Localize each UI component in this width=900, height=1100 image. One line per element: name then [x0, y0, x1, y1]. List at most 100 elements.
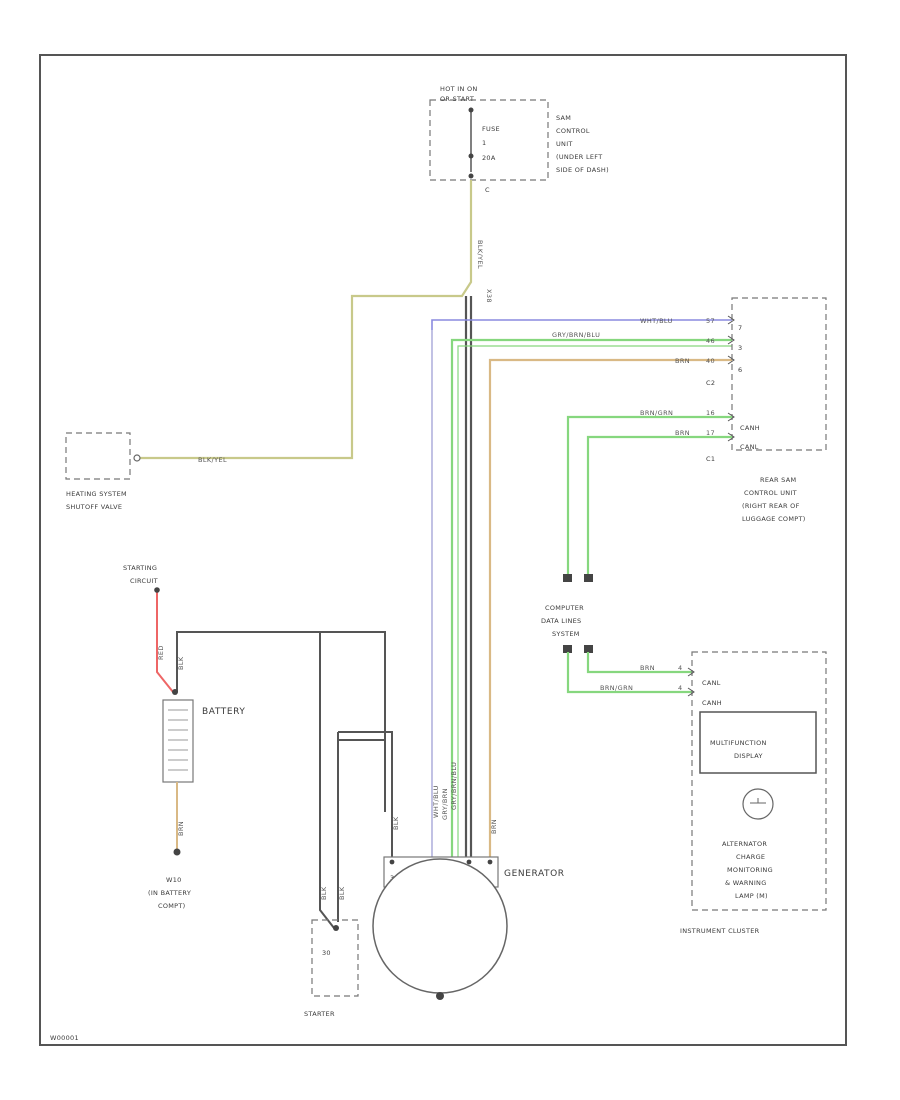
starter-terminal — [333, 925, 339, 931]
hot-in-on-label-2: OR START — [440, 95, 474, 103]
wire-label-grn-brn: GRY/BRN/BLU — [552, 331, 600, 339]
wire-blk-yel — [140, 180, 473, 460]
cluster-pin-num-1: 4 — [678, 664, 683, 672]
svg-text:STARTING: STARTING — [123, 564, 157, 572]
fuse-rating: 20A — [482, 154, 496, 162]
wire-pin-canl-rear: 17 — [706, 429, 715, 437]
svg-text:ALTERNATOR: ALTERNATOR — [722, 840, 767, 848]
wire-label-canl-rear: BRN — [675, 429, 690, 437]
wire-blk-battery — [176, 631, 386, 808]
wire-label-fuse-out: BLK/YEL — [476, 240, 484, 269]
fuse-terminal-out — [468, 173, 474, 179]
wire-label-canl-cluster: BRN — [640, 664, 655, 672]
wire-pin-wht-blu: 57 — [706, 317, 715, 325]
wire-label-wht-blu: WHT/BLU — [640, 317, 673, 325]
svg-text:SYSTEM: SYSTEM — [552, 630, 580, 638]
wire-brn — [488, 358, 732, 862]
computer-data-lines-label: COMPUTER DATA LINES SYSTEM — [541, 604, 584, 638]
svg-text:CONTROL UNIT: CONTROL UNIT — [744, 489, 797, 497]
battery-cells — [168, 709, 188, 771]
svg-text:LAMP (M): LAMP (M) — [735, 892, 768, 900]
wire-wht-blu — [431, 319, 732, 862]
svg-text:MULTIFUNCTION: MULTIFUNCTION — [710, 739, 767, 747]
wire-pin-grn-brn: 46 — [706, 337, 715, 345]
data-bus-terminal-2 — [584, 574, 593, 582]
wire-label-gen-2: GRY/BRN — [441, 788, 449, 820]
wire-red — [156, 590, 174, 693]
svg-text:DATA LINES: DATA LINES — [541, 617, 581, 625]
hot-in-on-label: HOT IN ON — [440, 85, 478, 93]
wire-label-splice: X38 — [485, 289, 493, 303]
rear-sam-pin-7: 7 — [738, 324, 742, 332]
cluster-pin-canl: CANL — [702, 679, 721, 687]
wire-label-gen-4: BRN — [490, 819, 498, 834]
multifunction-display-label: MULTIFUNCTION DISPLAY — [710, 739, 767, 760]
svg-text:REAR SAM: REAR SAM — [760, 476, 796, 484]
svg-text:HEATING SYSTEM: HEATING SYSTEM — [66, 490, 127, 498]
rear-sam-connector-arrows — [727, 315, 735, 442]
heating-shutoff-valve-box — [65, 432, 131, 480]
ground-w10-label: W10 (IN BATTERY COMPT) — [148, 876, 191, 910]
wire-label-canh-cluster: BRN/GRN — [600, 684, 633, 692]
wire-label-heater: BLK/YEL — [198, 456, 227, 464]
svg-text:W10: W10 — [166, 876, 182, 884]
wire-label-blk-batt: BLK — [177, 656, 185, 670]
svg-text:MONITORING: MONITORING — [727, 866, 773, 874]
svg-text:SAM: SAM — [556, 114, 571, 122]
wire-gen-blk — [338, 731, 393, 862]
warning-lamp-icon — [742, 788, 774, 820]
wire-can-l-rear — [586, 435, 732, 578]
battery-positive-terminal — [172, 689, 178, 695]
svg-text:& WARNING: & WARNING — [725, 879, 767, 887]
wire-label-gen-1: WHT/BLU — [432, 785, 440, 818]
cluster-pin-num-2: 4 — [678, 684, 683, 692]
svg-text:SHUTOFF VALVE: SHUTOFF VALVE — [66, 503, 122, 511]
svg-text:SIDE OF DASH): SIDE OF DASH) — [556, 166, 609, 174]
heating-system-label: HEATING SYSTEM SHUTOFF VALVE — [66, 490, 127, 511]
wire-can-l-cluster — [586, 652, 692, 674]
wire-pin-brn: 40 — [706, 357, 715, 365]
diagram-frame — [39, 54, 847, 1046]
instrument-cluster-box — [691, 651, 827, 911]
cluster-pin-canh: CANH — [702, 699, 722, 707]
alternator-lamp-label: ALTERNATOR CHARGE MONITORING & WARNING L… — [722, 840, 773, 900]
fuse-terminal-mid — [468, 153, 474, 159]
sam-control-unit-box — [429, 99, 549, 181]
fuse-pin: C — [485, 186, 490, 194]
instrument-cluster-label: INSTRUMENT CLUSTER — [680, 927, 760, 935]
starter-label: STARTER — [304, 1010, 335, 1018]
fuse-terminal-top — [468, 107, 474, 113]
rear-sam-pin-6: 6 — [738, 366, 742, 374]
fuse-label: FUSE — [482, 125, 500, 133]
rear-sam-control-unit-box — [731, 297, 827, 451]
generator-label: GENERATOR — [504, 869, 565, 879]
sam-label: SAM CONTROL UNIT (UNDER LEFT SIDE OF DAS… — [556, 114, 609, 174]
generator-icon — [372, 858, 508, 994]
wire-pin-canh-rear: 16 — [706, 409, 715, 417]
wire-label-gen-blk: BLK — [392, 816, 400, 830]
svg-text:LUGGAGE COMPT): LUGGAGE COMPT) — [742, 515, 806, 523]
rear-sam-pin-3: 3 — [738, 344, 742, 352]
multifunction-display-box — [699, 711, 817, 774]
starting-circuit-label: STARTING CIRCUIT — [123, 564, 158, 585]
connector-c1: C1 — [706, 455, 715, 463]
heating-valve-pin — [133, 454, 141, 462]
svg-text:COMPT): COMPT) — [158, 902, 186, 910]
rear-sam-pin-canl: CANL — [740, 443, 759, 451]
figure-id: W00001 — [50, 1034, 79, 1042]
wire-label-gnd: BRN — [177, 821, 185, 836]
svg-text:DISPLAY: DISPLAY — [734, 752, 763, 760]
cluster-connector-arrows — [687, 667, 695, 697]
rear-sam-pin-canh: CANH — [740, 424, 760, 432]
wire-grn-brn — [450, 338, 732, 862]
data-bus-terminal-4 — [584, 645, 593, 653]
svg-text:(UNDER LEFT: (UNDER LEFT — [556, 153, 602, 161]
ground-point — [173, 848, 181, 856]
svg-text:COMPUTER: COMPUTER — [545, 604, 584, 612]
wire-label-blk-starter-a: BLK — [320, 886, 328, 900]
generator-ground — [436, 992, 444, 1000]
starter-pin: 30 — [322, 949, 331, 957]
wire-blk-starter-a — [319, 632, 335, 929]
data-bus-terminal-1 — [563, 574, 572, 582]
data-bus-terminal-3 — [563, 645, 572, 653]
